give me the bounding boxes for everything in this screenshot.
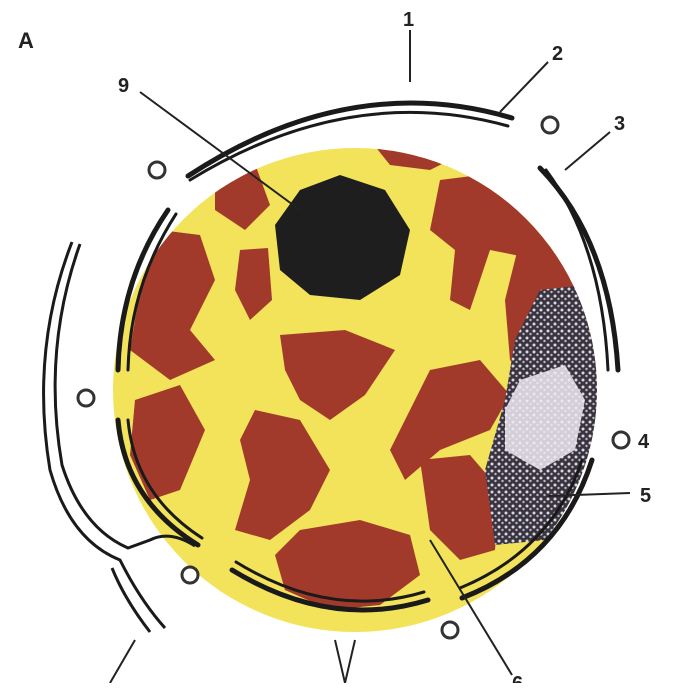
label-4: 4 xyxy=(638,431,650,453)
panel-letter: A xyxy=(18,28,34,53)
label-3: 3 xyxy=(614,113,625,135)
label-1: 1 xyxy=(403,9,414,31)
label-9: 9 xyxy=(118,75,129,97)
label-5: 5 xyxy=(640,485,651,507)
label-6: 6 xyxy=(512,673,523,683)
label-2: 2 xyxy=(552,43,563,65)
